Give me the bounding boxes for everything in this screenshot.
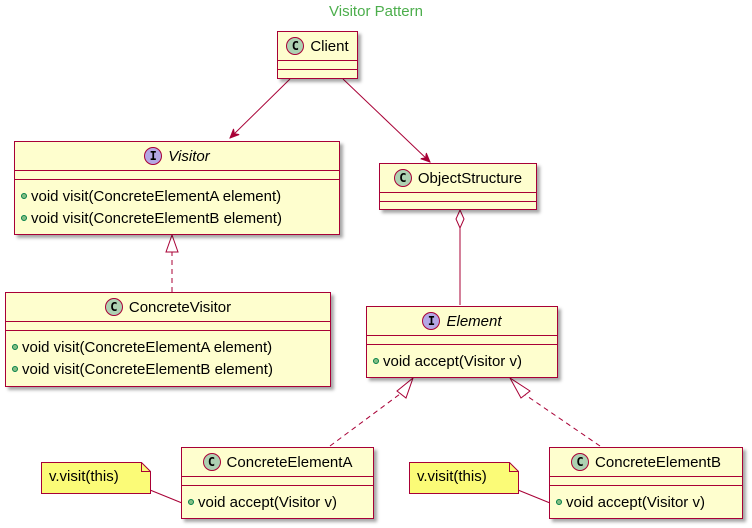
public-method-icon — [556, 499, 562, 505]
interface-name: Element — [446, 312, 502, 330]
method-signature: void accept(Visitor v) — [383, 352, 522, 370]
method-row: void visit(ConcreteElementA element) — [21, 185, 333, 207]
interface-visitor[interactable]: I Visitor void visit(ConcreteElementA el… — [14, 141, 340, 235]
method-row: void accept(Visitor v) — [556, 491, 736, 513]
class-badge-icon: C — [202, 453, 221, 471]
diagram-title: Visitor Pattern — [329, 3, 423, 20]
concreteelementb-realization — [523, 393, 601, 447]
element-realization-arrowhead-b — [509, 377, 531, 399]
interface-name: Visitor — [168, 147, 210, 165]
interface-badge-icon: I — [144, 147, 163, 165]
note-a-connector — [149, 489, 183, 504]
class-name: ConcreteElementB — [595, 453, 721, 471]
method-signature: void accept(Visitor v) — [198, 493, 337, 511]
method-signature: void visit(ConcreteElementA element) — [31, 187, 282, 205]
class-client[interactable]: C Client — [277, 31, 358, 79]
visitor-realization-arrowhead — [165, 233, 179, 253]
element-realization-arrowhead-a — [396, 376, 415, 399]
method-signature: void visit(ConcreteElementB element) — [31, 209, 282, 227]
note-a[interactable]: v.visit(this) — [41, 462, 151, 494]
method-row: void visit(ConcreteElementB element) — [12, 358, 324, 380]
client-to-objectstructure-association — [342, 78, 430, 162]
client-to-visitor-association — [230, 78, 291, 138]
class-badge-icon: C — [393, 169, 412, 187]
class-badge-icon: C — [286, 37, 305, 55]
class-name: ConcreteVisitor — [128, 298, 232, 316]
note-b-connector — [517, 489, 551, 504]
method-row: void accept(Visitor v) — [373, 350, 551, 372]
interface-badge-icon: I — [422, 312, 441, 330]
note-b[interactable]: v.visit(this) — [409, 462, 519, 494]
public-method-icon — [12, 344, 18, 350]
class-name: Client — [310, 37, 349, 55]
method-row: void accept(Visitor v) — [188, 491, 367, 513]
class-concrete-visitor[interactable]: C ConcreteVisitor void visit(ConcreteEle… — [5, 292, 331, 387]
class-name: ObjectStructure — [417, 169, 523, 187]
method-row: void visit(ConcreteElementB element) — [21, 207, 333, 229]
class-object-structure[interactable]: C ObjectStructure — [379, 163, 537, 210]
method-row: void visit(ConcreteElementA element) — [12, 336, 324, 358]
public-method-icon — [21, 193, 27, 199]
class-badge-icon: C — [104, 298, 123, 316]
method-signature: void visit(ConcreteElementB element) — [22, 360, 273, 378]
public-method-icon — [188, 499, 194, 505]
concreteelementa-realization — [329, 393, 401, 447]
method-signature: void visit(ConcreteElementA element) — [22, 338, 273, 356]
note-text: v.visit(this) — [417, 468, 487, 485]
class-name: ConcreteElementA — [226, 453, 353, 471]
public-method-icon — [12, 366, 18, 372]
method-signature: void accept(Visitor v) — [566, 493, 705, 511]
note-shape — [409, 462, 519, 494]
class-badge-icon: C — [571, 453, 590, 471]
class-concrete-element-a[interactable]: C ConcreteElementA void accept(Visitor v… — [181, 447, 374, 519]
note-text: v.visit(this) — [49, 468, 119, 485]
interface-element[interactable]: I Element void accept(Visitor v) — [366, 306, 558, 378]
class-concrete-element-b[interactable]: C ConcreteElementB void accept(Visitor v… — [549, 447, 743, 519]
public-method-icon — [373, 358, 379, 364]
aggregation-diamond — [455, 208, 465, 230]
note-shape — [41, 462, 151, 494]
public-method-icon — [21, 215, 27, 221]
